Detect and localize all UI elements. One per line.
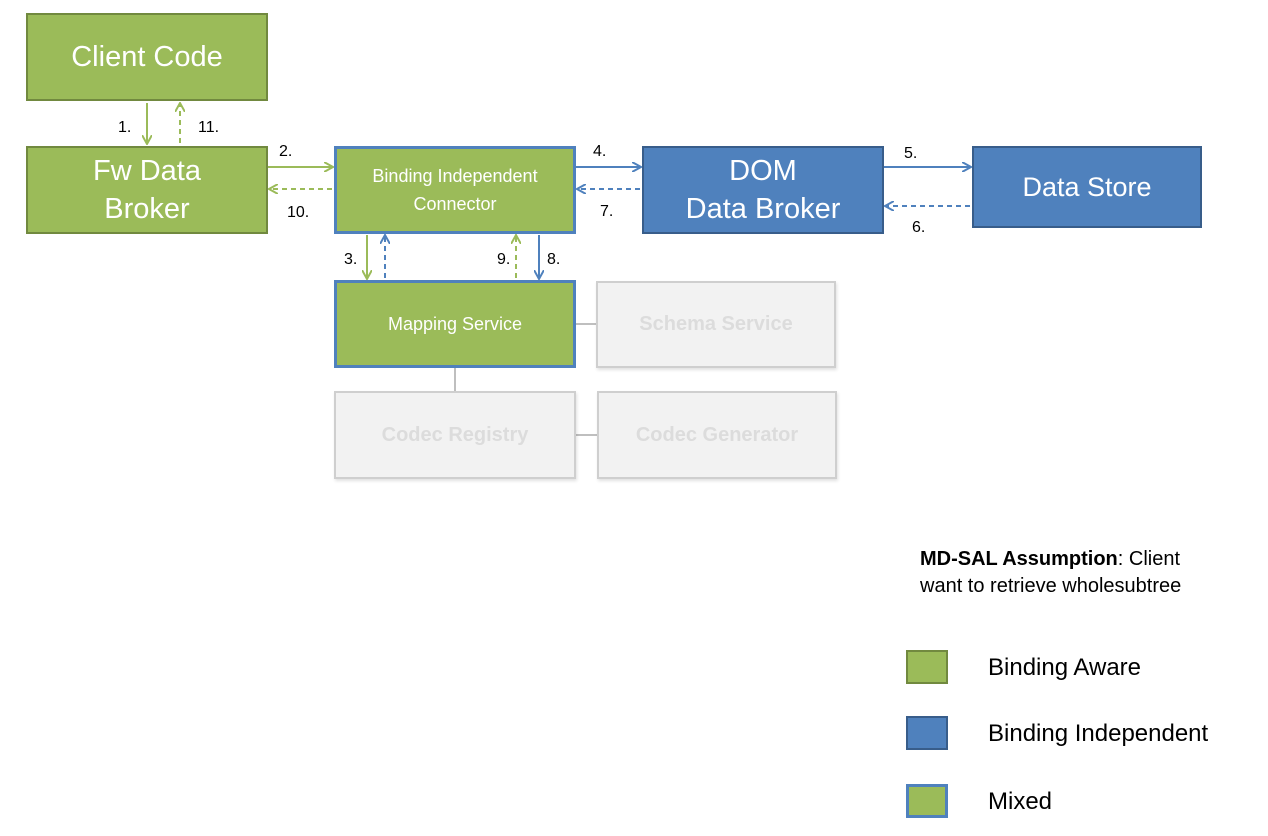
step-label: 3.	[344, 251, 358, 268]
legend-swatch-green	[906, 650, 948, 684]
assumption-text: : Client want to retrieve wholesubtree	[920, 548, 1182, 597]
binding-independent-connector-box: Binding Independent Connector	[334, 146, 576, 234]
client-code-box: Client Code	[26, 13, 268, 101]
assumption-note: MD-SAL Assumption: Client want to retrie…	[920, 546, 1260, 600]
codec-generator-box: Codec Generator	[597, 391, 837, 479]
mapping-service-label: Mapping Service	[387, 314, 523, 334]
assumption-title: MD-SAL Assumption	[920, 548, 1118, 570]
legend-swatch-mixed	[906, 784, 948, 818]
schema-service-box: Schema Service	[596, 281, 836, 368]
codec-registry-box: Codec Registry	[334, 391, 576, 479]
fw-data-broker-box: Fw Data Broker	[26, 146, 268, 234]
dom-data-broker-label: DOM Data Broker	[685, 155, 841, 225]
step-label: 8.	[547, 251, 561, 268]
data-store-label: Data Store	[1022, 171, 1152, 202]
legend-label: Mixed	[988, 788, 1053, 815]
schema-service-label: Schema Service	[639, 313, 793, 335]
fw-data-broker-label: Fw Data Broker	[93, 155, 201, 225]
codec-registry-label: Codec Registry	[381, 423, 529, 446]
dom-data-broker-box: DOM Data Broker	[642, 146, 884, 234]
step-label: 11.	[198, 119, 220, 136]
step-label: 9.	[497, 251, 511, 268]
step-label: 10.	[287, 204, 310, 221]
legend-swatch-blue	[906, 716, 948, 750]
step-label: 2.	[279, 143, 293, 160]
step-label: 7.	[600, 203, 614, 220]
client-code-label: Client Code	[71, 41, 223, 73]
step-label: 5.	[904, 145, 918, 162]
legend-label: Binding Independent	[988, 720, 1209, 747]
step-label: 4.	[593, 143, 607, 160]
legend-label: Binding Aware	[988, 654, 1141, 681]
step-label: 1.	[118, 119, 132, 136]
codec-generator-label: Codec Generator	[635, 423, 799, 446]
mapping-service-box: Mapping Service	[334, 280, 576, 368]
binding-independent-connector-label: Binding Independent Connector	[372, 166, 538, 214]
step-label: 6.	[912, 219, 926, 236]
data-store-box: Data Store	[972, 146, 1202, 228]
